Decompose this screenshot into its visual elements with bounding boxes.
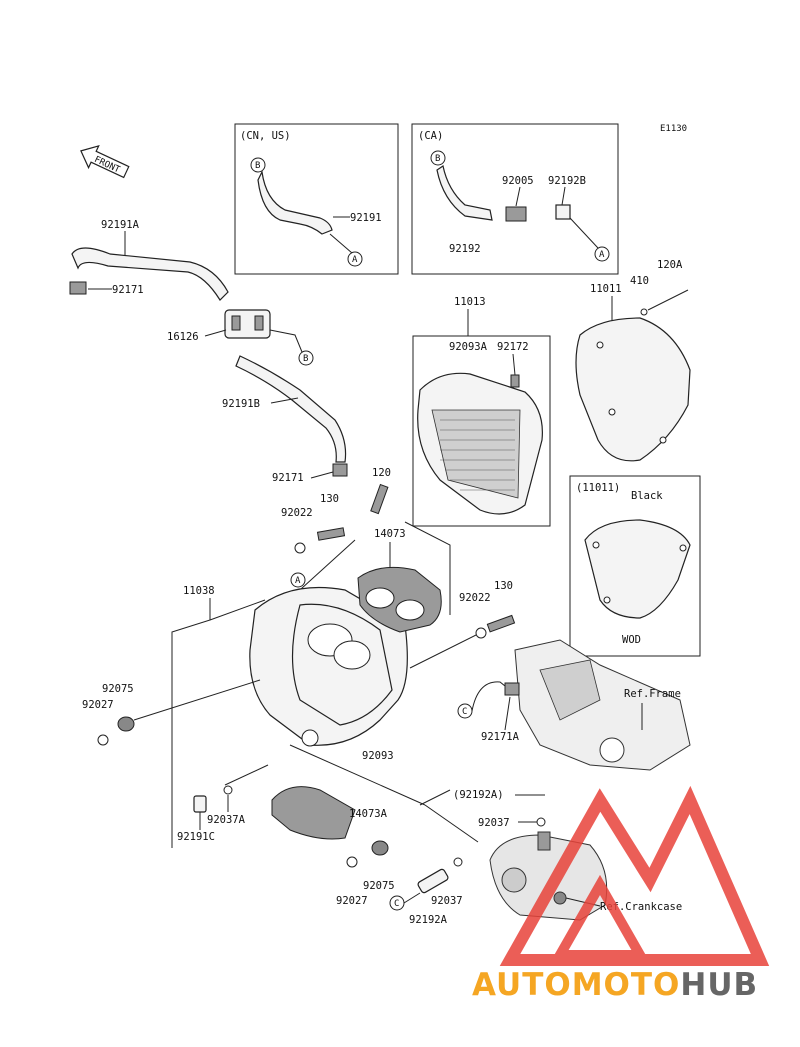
watermark-brand: AUTOMOTOHUB [472, 967, 758, 1003]
callout-b: B [303, 354, 308, 364]
callout-b: B [435, 154, 440, 164]
screw-92172 [510, 374, 520, 388]
label-92093a: 92093A [449, 341, 488, 353]
label-11011: 11011 [590, 283, 622, 295]
valve-92005 [505, 206, 527, 222]
diagram-code: E1130 [660, 124, 687, 134]
air-filter-element-group: 11013 92093A 92172 [412, 296, 551, 527]
ref-crankcase: Ref.Crankcase [600, 901, 682, 913]
label-92191: 92191 [350, 212, 382, 224]
lower-duct-group: 14073A [224, 744, 479, 843]
black-note: WOD [622, 634, 641, 646]
label-92005: 92005 [502, 175, 534, 187]
drain-group-left: 92037A 92191C [177, 785, 246, 843]
hose-92192b [555, 204, 571, 220]
label-130-b: 130 [494, 580, 513, 592]
black-variant-box: (11011) Black WOD [569, 475, 701, 657]
label-92191a: 92191A [101, 219, 140, 231]
ca-title: (CA) [418, 130, 443, 142]
label-130-a: 130 [320, 493, 339, 505]
bolt-group-right: 92022 130 [409, 580, 516, 669]
label-11013: 11013 [454, 296, 486, 308]
lower-right-group: (92192A) 92037 [453, 789, 546, 829]
watermark-part2: HUB [680, 967, 758, 1003]
label-92027-a: 92027 [82, 699, 114, 711]
cn-us-variant-box: (CN, US) B 92191 A [234, 123, 399, 275]
black-title: (11011) [576, 482, 620, 494]
air-cleaner-cover: 11011 410 120A [575, 259, 691, 462]
label-120: 120 [372, 467, 391, 479]
label-92022-a: 92022 [281, 507, 313, 519]
callout-a: A [352, 255, 358, 265]
valve-16126: 16126 B [167, 309, 314, 366]
crankcase-reference: Ref.Crankcase [489, 831, 682, 921]
drain-group-bottom: 92027 92075 92037 C 92192A [336, 840, 463, 926]
ca-variant-box: (CA) B 92005 92192B 92192 A [411, 123, 619, 275]
callout-a: A [295, 576, 301, 586]
label-11038: 11038 [183, 585, 215, 597]
label-92075-b: 92075 [363, 880, 395, 892]
label-92171a: 92171A [481, 731, 520, 743]
frame-reference: Ref.Frame C 92171A [457, 639, 691, 771]
label-92192: 92192 [449, 243, 481, 255]
label-92037-b: 92037 [431, 895, 463, 907]
label-92192b: 92192B [548, 175, 586, 187]
callout-c: C [394, 899, 399, 909]
automotohub-logo [499, 785, 770, 966]
hose-92192 [436, 165, 493, 221]
cn-us-title: (CN, US) [240, 130, 291, 142]
label-92171-mid: 92171 [272, 472, 304, 484]
label-92093: 92093 [362, 750, 394, 762]
air-box-11038: 11038 A [171, 572, 408, 848]
label-92022-b: 92022 [459, 592, 491, 604]
label-92191c: 92191C [177, 831, 215, 843]
label-92037-a: 92037 [478, 817, 510, 829]
label-120a: 120A [657, 259, 683, 271]
label-92192a-paren: (92192A) [453, 789, 504, 801]
label-92037a: 92037A [207, 814, 246, 826]
label-14073a: 14073A [349, 808, 388, 820]
label-14073: 14073 [374, 528, 406, 540]
callout-b: B [255, 161, 260, 171]
hose-92191b: 92191B 92171 [222, 355, 348, 484]
label-92171-top: 92171 [112, 284, 144, 296]
grommet-group-left: 92075 92027 92093 [82, 679, 394, 762]
label-92075-a: 92075 [102, 683, 134, 695]
label-410: 410 [630, 275, 649, 287]
bolt-group-left: 120 130 92022 [279, 467, 391, 609]
callout-a: A [599, 250, 605, 260]
ref-frame: Ref.Frame [624, 688, 681, 700]
label-16126: 16126 [167, 331, 199, 343]
label-92027-b: 92027 [336, 895, 368, 907]
label-92192a: 92192A [409, 914, 448, 926]
label-92172: 92172 [497, 341, 529, 353]
black-variant: Black [631, 490, 663, 502]
callout-c: C [462, 707, 467, 717]
watermark-part1: AUTOMOTO [472, 967, 680, 1003]
hose-92191a: 92191A 92171 [69, 219, 229, 301]
front-arrow-icon: FRONT [80, 144, 130, 179]
hose-92191 [257, 170, 333, 235]
label-92191b: 92191B [222, 398, 260, 410]
intake-duct-14073: 14073 [357, 521, 451, 633]
clamp-92171 [69, 281, 87, 295]
